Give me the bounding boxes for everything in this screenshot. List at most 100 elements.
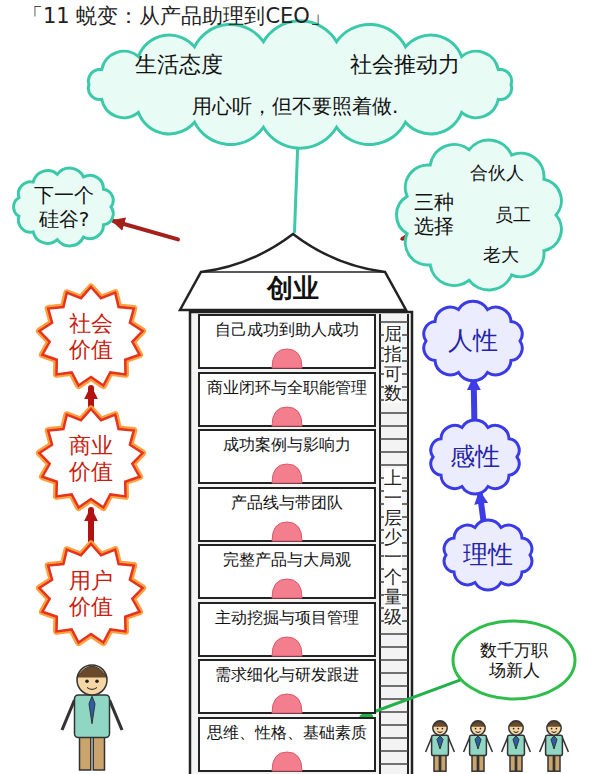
shape-part <box>396 140 561 290</box>
shape-part <box>272 349 302 368</box>
shape-part <box>556 728 558 730</box>
shape-part <box>77 665 107 695</box>
connector-arrow <box>88 510 94 543</box>
shape-part <box>518 728 520 730</box>
shape-part <box>524 738 530 752</box>
floor-box: 商业闭环与全职能管理 <box>198 372 376 427</box>
vertical-note: 屈指可数 <box>384 324 402 403</box>
shape-part <box>513 728 515 730</box>
node-text: 员工 <box>495 204 531 226</box>
shape-part <box>453 621 575 699</box>
shape-part <box>551 728 553 730</box>
ladder-rung <box>380 646 408 648</box>
shape-part <box>110 700 123 730</box>
shape-part <box>39 544 142 643</box>
shape-part <box>432 735 449 755</box>
node-text: 社会价值 <box>68 311 113 364</box>
node-text: 下一个硅谷? <box>34 183 95 231</box>
shape-part <box>39 287 142 386</box>
shape-part <box>513 736 519 749</box>
shape-part <box>77 666 107 677</box>
connector-arrow <box>480 493 484 521</box>
shape-part <box>85 680 89 684</box>
node-text: 理性 <box>463 540 513 570</box>
ladder-rung <box>380 412 408 414</box>
shape-part <box>508 735 525 755</box>
shape-part <box>88 21 511 148</box>
shape-part <box>437 736 443 749</box>
shape-part <box>471 721 485 735</box>
ladder-rung <box>380 685 408 687</box>
floor-box: 成功案例与影响力 <box>198 429 376 484</box>
connector-arrow <box>361 680 461 717</box>
shape-part <box>472 754 477 771</box>
node-text: 老大 <box>483 244 519 266</box>
shape-part <box>75 695 110 738</box>
shape-part <box>39 409 142 508</box>
tower-wall <box>190 312 412 774</box>
shape-part <box>201 271 385 273</box>
connector-arrow <box>113 221 178 239</box>
ladder-rung <box>380 633 408 635</box>
speech-bubble: 数千万职场新人 <box>450 618 578 702</box>
shape-part <box>95 680 99 684</box>
node-text: 合伙人 <box>470 162 524 184</box>
shape-part <box>426 738 432 752</box>
vertical-note: 上一层少一个量级 <box>384 468 402 626</box>
ladder-rung <box>380 464 408 466</box>
person-figure <box>540 721 569 771</box>
shape-part <box>480 728 482 730</box>
thought-cloud: 生活态度社会推动力用心听，但不要照着做. <box>80 32 520 137</box>
ladder-rung <box>380 724 408 726</box>
shape-part <box>442 728 444 730</box>
node-text: 产品线与带团队 <box>231 494 343 513</box>
trait-blob: 理性 <box>438 518 538 592</box>
shape-part <box>444 520 532 590</box>
connector-arrow <box>471 379 478 421</box>
node-text: 商业闭环与全职能管理 <box>207 379 367 398</box>
shape-part <box>199 430 375 483</box>
person-figure <box>426 721 455 771</box>
thought-cloud: 下一个硅谷? <box>8 165 120 249</box>
shape-part <box>80 735 91 770</box>
shape-part <box>39 409 142 508</box>
node-text: 感性 <box>450 442 500 472</box>
shape-part <box>199 373 375 426</box>
shape-part <box>510 754 515 771</box>
shape-part <box>199 315 375 368</box>
person-figure <box>62 665 122 770</box>
node-text: 需求细化与研发跟进 <box>215 666 359 685</box>
diagram-title: 「11 蜕变：从产品助理到CEO」 <box>22 2 331 30</box>
shape-part <box>180 234 406 310</box>
ladder-rung <box>380 711 408 713</box>
node-text: 人性 <box>448 326 498 356</box>
node-text: 社会推动力 <box>350 52 460 78</box>
floor-box: 需求细化与研发跟进 <box>198 659 376 714</box>
connector-arrow <box>88 388 94 408</box>
shape-part <box>509 721 523 735</box>
shape-part <box>433 721 447 735</box>
shape-part <box>514 731 519 733</box>
value-star: 商业价值 <box>35 405 147 513</box>
shape-part <box>547 721 561 726</box>
shape-part <box>448 738 454 752</box>
shape-part <box>546 735 563 755</box>
shape-part <box>89 696 95 724</box>
shape-part <box>437 728 439 730</box>
floor-box: 主动挖掘与项目管理 <box>198 602 376 657</box>
node-text: 自己成功到助人成功 <box>215 321 359 340</box>
node-text: 创业 <box>267 273 319 304</box>
shape-part <box>199 660 375 713</box>
shape-part <box>14 168 114 246</box>
ladder-rail <box>407 314 409 774</box>
shape-part <box>87 688 97 690</box>
shape-part <box>199 603 375 656</box>
shape-part <box>433 721 447 726</box>
shape-part <box>562 738 568 752</box>
shape-part <box>464 738 470 752</box>
ladder-rung <box>380 763 408 765</box>
value-star: 用户价值 <box>35 540 147 648</box>
ladder-rung <box>380 438 408 440</box>
person-figure <box>502 721 531 771</box>
